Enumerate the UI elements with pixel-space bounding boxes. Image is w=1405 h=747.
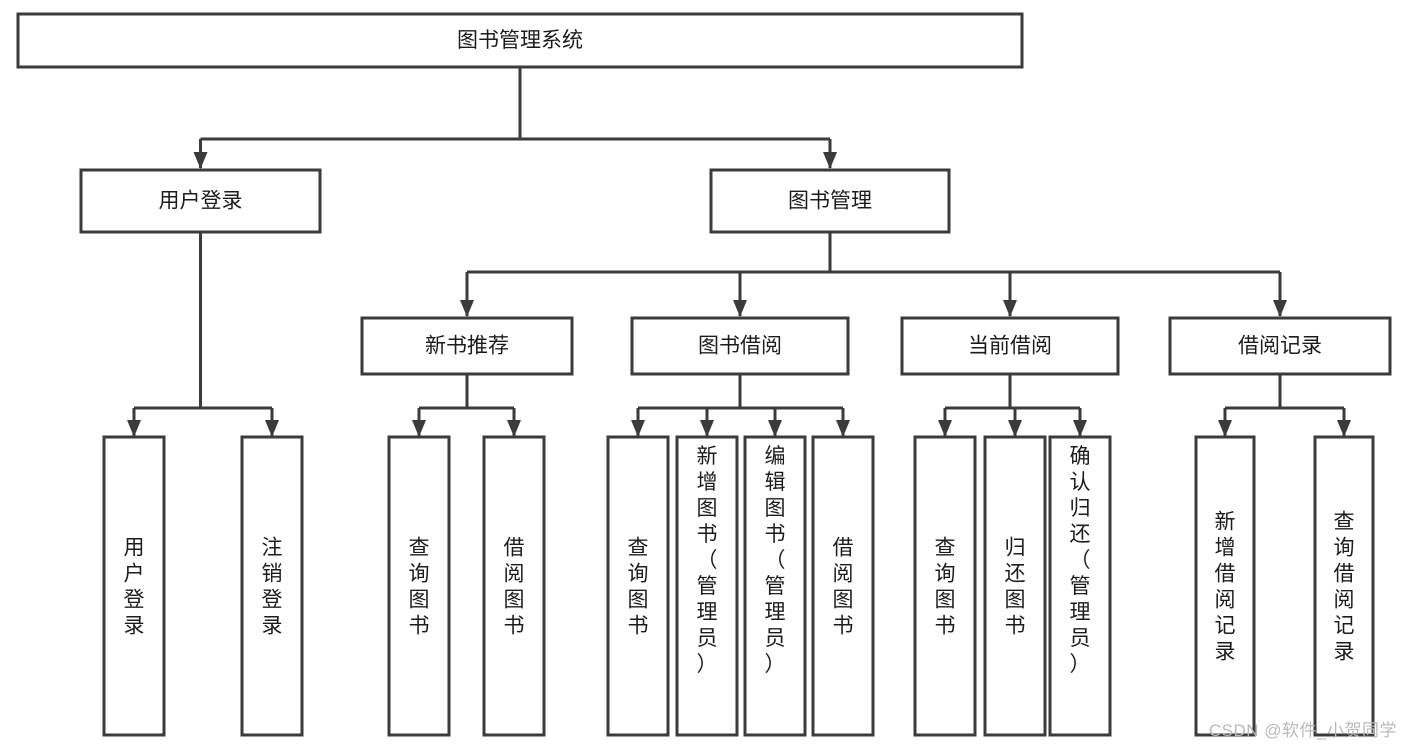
leaf-box[interactable] <box>743 435 807 737</box>
leaf-node[interactable]: 编辑图书（管理员） <box>743 435 807 737</box>
arrow-head-icon <box>1273 300 1287 317</box>
level3-label: 借阅记录 <box>1238 335 1322 358</box>
leaf-label: 新增图书（管理员） <box>697 445 718 676</box>
leaf-node[interactable]: 查询图书 <box>387 435 451 737</box>
level2-label: 用户登录 <box>159 190 243 213</box>
leaf-node[interactable]: 查询图书 <box>913 435 977 737</box>
leaf-node[interactable]: 查询图书 <box>606 435 670 737</box>
arrow-head-icon <box>460 300 474 317</box>
arrow-head-icon <box>127 420 141 437</box>
arrow-head-icon <box>823 152 837 169</box>
leaf-box[interactable] <box>1048 435 1112 737</box>
arrow-head-icon <box>1073 420 1087 437</box>
arrow-head-icon <box>700 420 714 437</box>
leaf-node[interactable]: 新增借阅记录 <box>1194 435 1256 737</box>
leaf-node[interactable]: 借阅图书 <box>811 435 875 737</box>
node-layer: 图书管理系统用户登录图书管理新书推荐图书借阅当前借阅借阅记录用户登录注销登录查询… <box>16 12 1392 737</box>
arrow-head-icon <box>265 420 279 437</box>
level3-node[interactable]: 新书推荐 <box>360 316 574 376</box>
leaf-box[interactable] <box>1313 435 1375 737</box>
level3-label: 当前借阅 <box>968 335 1052 358</box>
level3-node[interactable]: 当前借阅 <box>900 316 1120 376</box>
level3-node[interactable]: 借阅记录 <box>1168 316 1392 376</box>
arrow-head-icon <box>1008 420 1022 437</box>
leaf-node[interactable]: 注销登录 <box>240 435 304 737</box>
level3-label: 新书推荐 <box>425 335 509 358</box>
leaf-box[interactable] <box>606 435 670 737</box>
leaf-node[interactable]: 新增图书（管理员） <box>675 435 739 737</box>
leaf-box[interactable] <box>913 435 977 737</box>
leaf-box[interactable] <box>811 435 875 737</box>
leaf-label: 查询借阅记录 <box>1334 510 1355 663</box>
level3-label: 图书借阅 <box>698 335 782 358</box>
root-label: 图书管理系统 <box>457 29 583 52</box>
leaf-box[interactable] <box>102 435 166 737</box>
leaf-label: 注销登录 <box>262 536 283 637</box>
arrow-head-icon <box>412 420 426 437</box>
level3-box[interactable] <box>900 316 1120 376</box>
level3-box[interactable] <box>630 316 850 376</box>
leaf-box[interactable] <box>240 435 304 737</box>
leaf-label: 查询图书 <box>628 536 649 637</box>
leaf-label: 查询图书 <box>935 536 956 637</box>
leaf-box[interactable] <box>983 435 1047 737</box>
leaf-label: 用户登录 <box>124 536 145 637</box>
leaf-label: 查询图书 <box>409 536 430 637</box>
level2-box[interactable] <box>709 168 951 234</box>
arrow-head-icon <box>733 300 747 317</box>
level2-node[interactable]: 用户登录 <box>79 168 322 234</box>
leaf-label: 确认归还（管理员） <box>1070 445 1091 676</box>
arrow-head-icon <box>1218 420 1232 437</box>
leaf-box[interactable] <box>387 435 451 737</box>
arrow-head-icon <box>193 152 208 169</box>
leaf-label: 借阅图书 <box>504 536 525 637</box>
root-node[interactable]: 图书管理系统 <box>16 12 1024 69</box>
level3-box[interactable] <box>1168 316 1392 376</box>
leaf-node[interactable]: 用户登录 <box>102 435 166 737</box>
leaf-node[interactable]: 确认归还（管理员） <box>1048 435 1112 737</box>
leaf-box[interactable] <box>675 435 739 737</box>
level3-node[interactable]: 图书借阅 <box>630 316 850 376</box>
leaf-node[interactable]: 归还图书 <box>983 435 1047 737</box>
level3-box[interactable] <box>360 316 574 376</box>
arrow-head-icon <box>768 420 782 437</box>
leaf-box[interactable] <box>482 435 546 737</box>
arrow-head-icon <box>938 420 952 437</box>
leaf-node[interactable]: 查询借阅记录 <box>1313 435 1375 737</box>
connector-layer <box>127 67 1351 437</box>
level2-node[interactable]: 图书管理 <box>709 168 951 234</box>
level2-box[interactable] <box>79 168 322 234</box>
leaf-node[interactable]: 借阅图书 <box>482 435 546 737</box>
arrow-head-icon <box>836 420 850 437</box>
leaf-label: 归还图书 <box>1005 536 1026 637</box>
root-box[interactable] <box>16 12 1024 69</box>
leaf-label: 新增借阅记录 <box>1215 510 1236 663</box>
level2-label: 图书管理 <box>788 190 872 213</box>
arrow-head-icon <box>1337 420 1351 437</box>
leaf-label: 编辑图书（管理员） <box>765 445 786 676</box>
arrow-head-icon <box>1003 300 1017 317</box>
arrow-head-icon <box>507 420 521 437</box>
leaf-label: 借阅图书 <box>833 536 854 637</box>
arrow-head-icon <box>631 420 645 437</box>
leaf-box[interactable] <box>1194 435 1256 737</box>
